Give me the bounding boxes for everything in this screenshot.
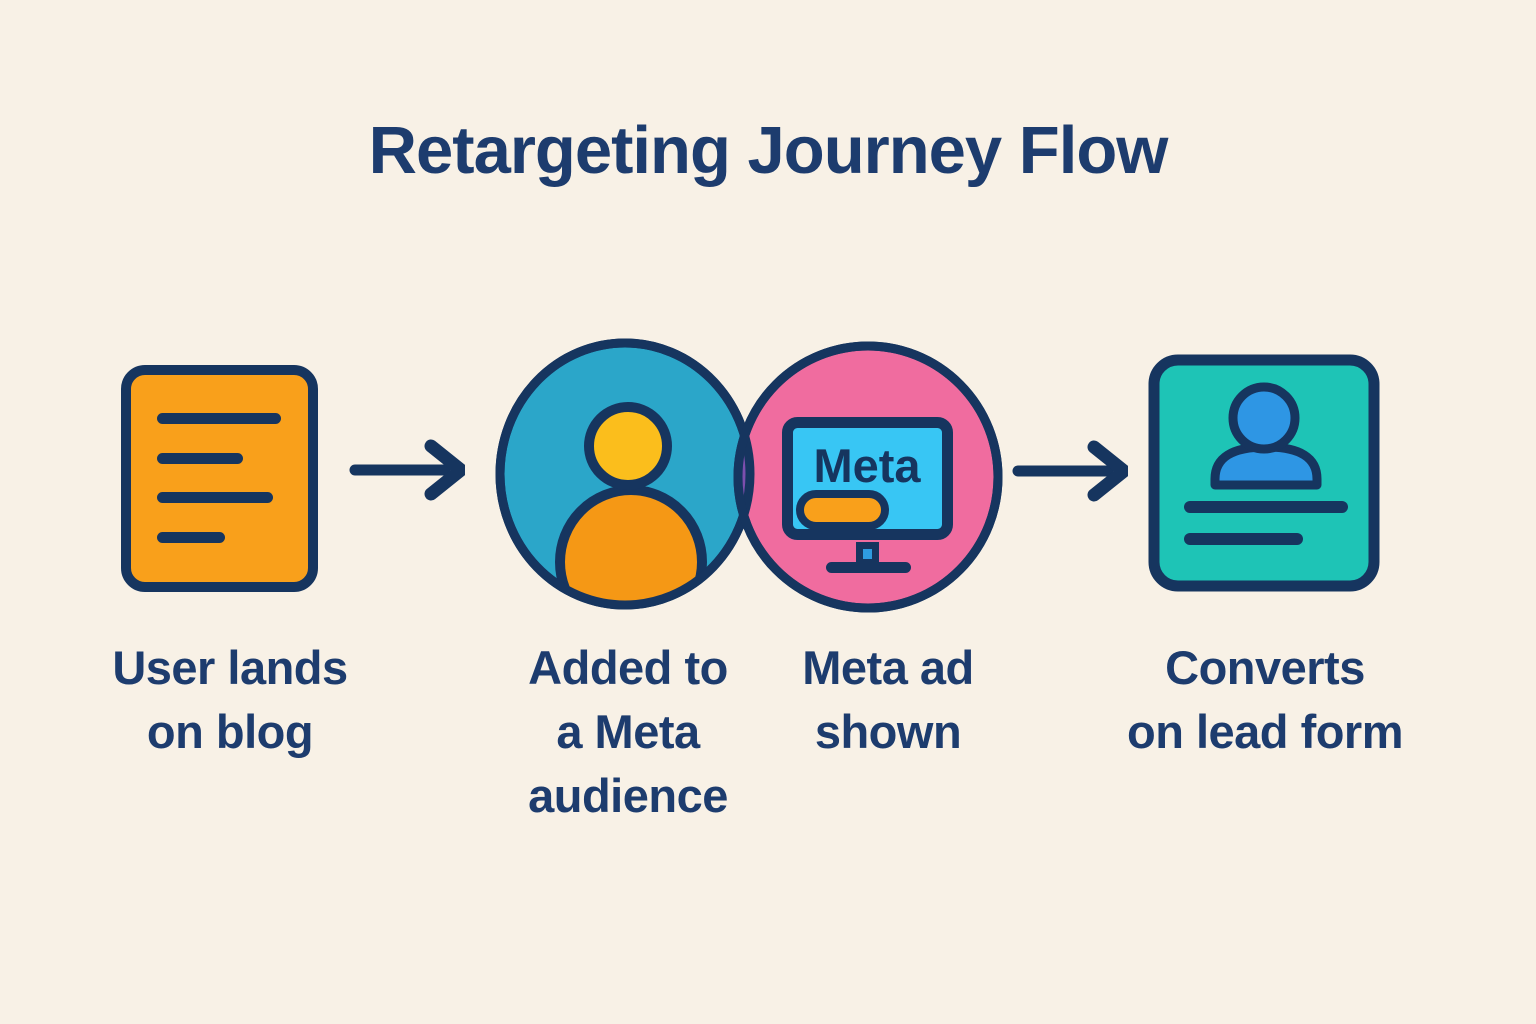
step-label-converts-on-lead-form: Converts on lead form — [1126, 641, 1404, 758]
arrow-right-icon — [349, 439, 465, 501]
person-head — [584, 402, 672, 490]
document-text-line — [157, 532, 225, 543]
document-text-line — [157, 492, 273, 503]
audience-circle-outline — [495, 338, 755, 610]
lead-person-icon — [1210, 382, 1322, 490]
step-label-meta-ad-shown: Meta ad shown — [802, 641, 974, 758]
meta-monitor-icon: Meta — [782, 417, 953, 573]
person-head — [1228, 382, 1300, 454]
audience-and-ad-venn: Meta — [495, 338, 1003, 613]
diagram-title: Retargeting Journey Flow — [368, 113, 1169, 188]
document-text-line — [157, 413, 281, 424]
arrow-head — [424, 439, 465, 501]
step-label-added-to-meta-audience: Added to a Meta audience — [528, 641, 728, 822]
arrow-head — [1087, 440, 1128, 502]
ad-circle-outline — [733, 341, 1003, 613]
monitor-stand — [856, 542, 879, 566]
blog-document-icon — [121, 365, 318, 592]
lead-form-card-icon — [1148, 354, 1380, 592]
arrow-right-icon — [1012, 440, 1128, 502]
ad-button — [796, 490, 889, 530]
monitor-base — [826, 562, 911, 573]
document-text-line — [157, 453, 243, 464]
meta-logo-text: Meta — [813, 439, 921, 492]
step-label-user-lands-on-blog: User lands on blog — [112, 641, 348, 758]
